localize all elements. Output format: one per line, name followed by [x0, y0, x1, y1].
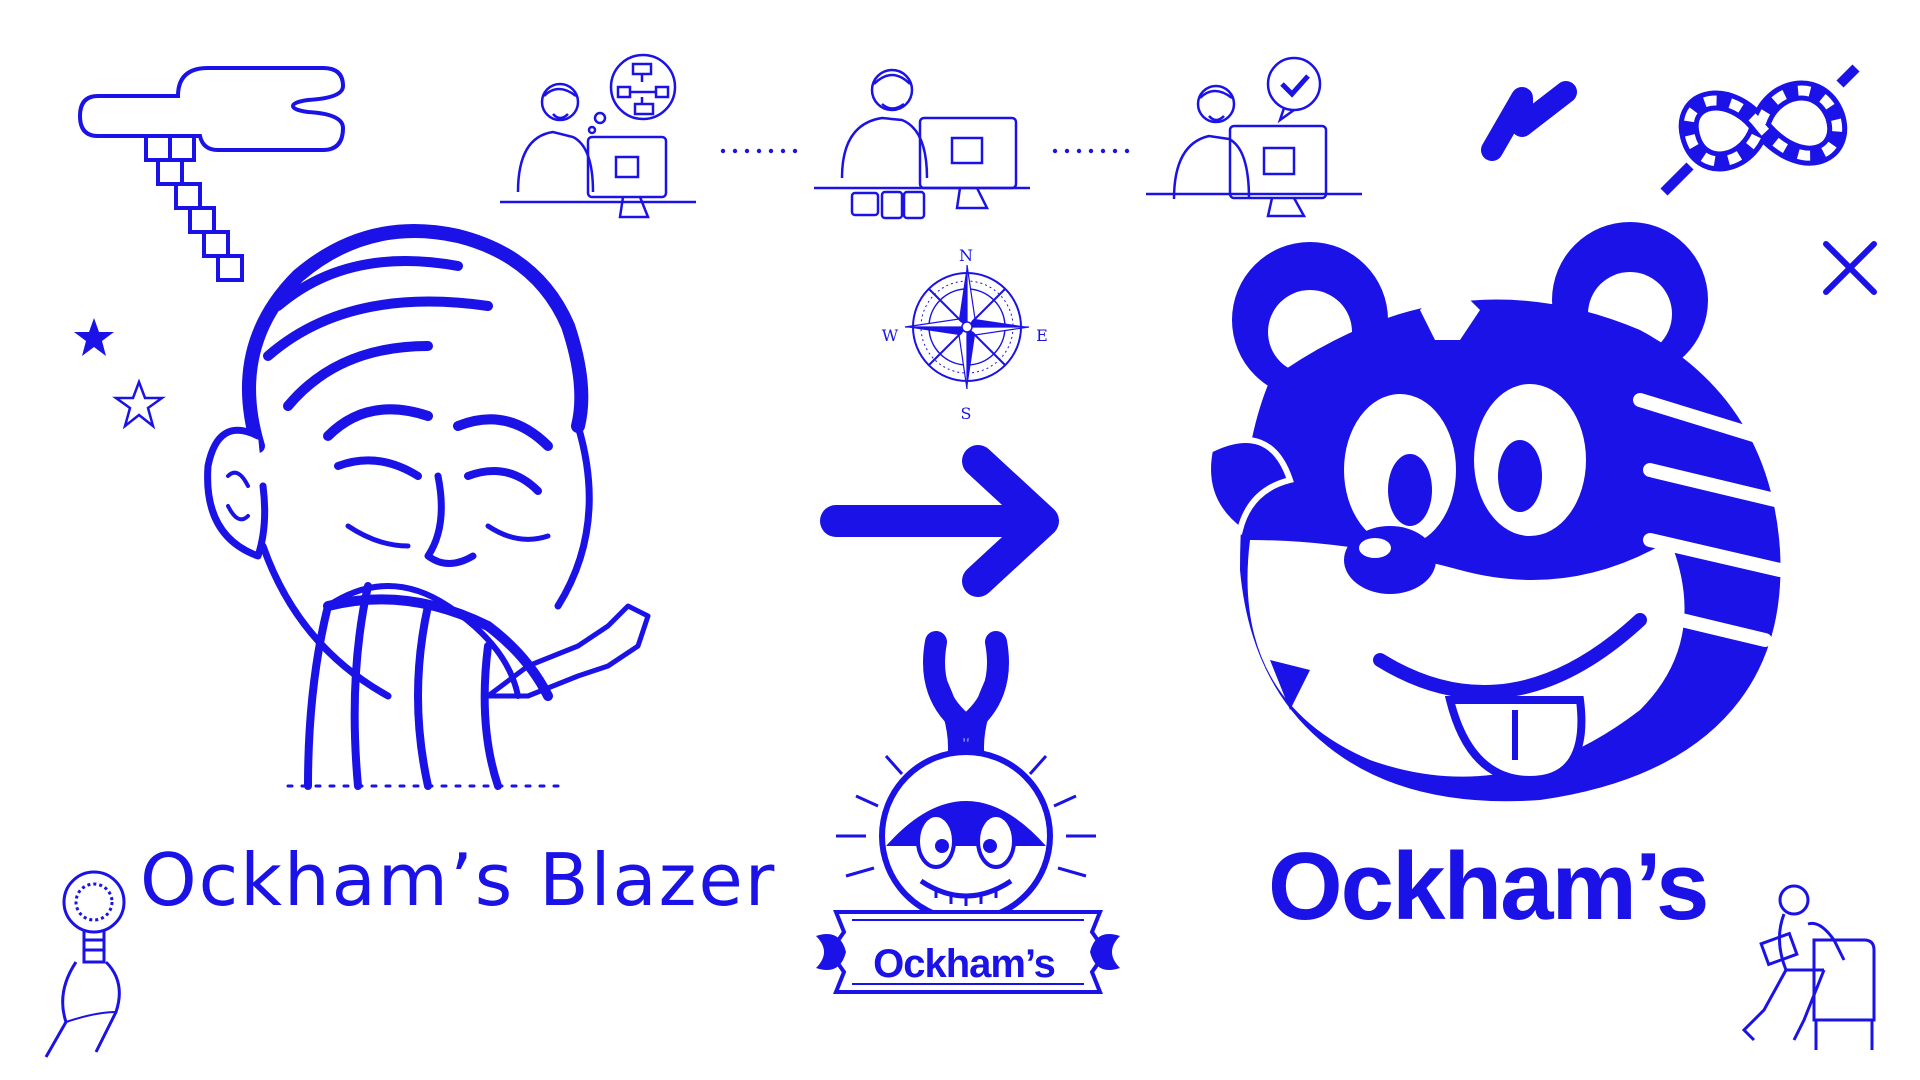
compass-west-label: W — [881, 326, 899, 345]
star-filled-icon — [74, 318, 114, 356]
new-brand-wordmark: Ockham’s — [1268, 833, 1709, 940]
man-working-cans-icon — [814, 68, 1030, 220]
compass-north-label: N — [959, 246, 973, 265]
man-thinking-flowchart-icon — [500, 53, 696, 219]
cloud-staircase-icon — [77, 66, 346, 282]
arrow-right-icon — [820, 445, 1059, 597]
laughing-man-illustration — [204, 224, 651, 790]
bunny-mascot-icon — [816, 631, 1120, 994]
lightning-bolt-icon — [1481, 81, 1577, 161]
compass-south-label: S — [960, 404, 972, 423]
man-armchair-laptop-icon — [1741, 884, 1876, 1050]
compass-east-label: E — [1036, 326, 1048, 345]
scarf-loop-icon — [1660, 64, 1860, 196]
tiger-mascot-icon — [1205, 222, 1787, 802]
banner-wordmark: Ockham’s — [873, 942, 1056, 986]
dotted-connector — [1052, 148, 1130, 154]
old-brand-wordmark: Ockham’s Blazer — [140, 838, 777, 922]
lightbulb-hand-icon — [44, 870, 126, 1058]
man-done-checkmark-icon — [1146, 56, 1362, 218]
close-x-icon — [1823, 241, 1877, 295]
star-outline-icon — [112, 378, 166, 430]
compass-rose-icon — [904, 264, 1030, 390]
dotted-connector — [720, 148, 798, 154]
